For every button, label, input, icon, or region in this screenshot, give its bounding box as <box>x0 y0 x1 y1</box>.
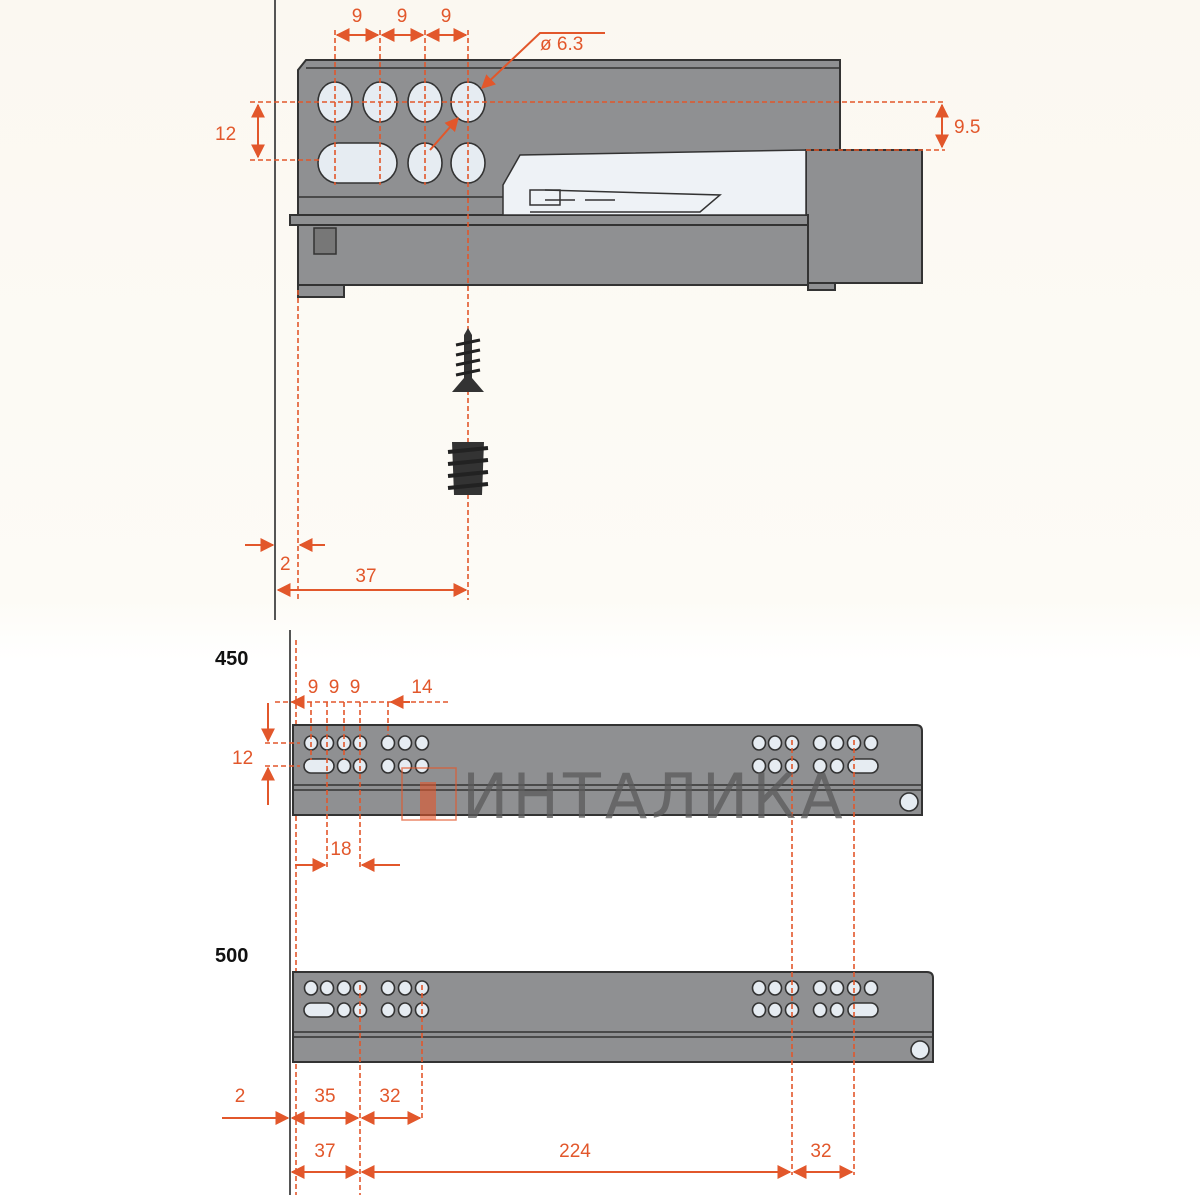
rail-450-label: 450 <box>215 648 248 670</box>
mounting-hole <box>829 735 845 751</box>
screw-icon <box>452 328 484 392</box>
slot-offset-label: 18 <box>330 839 351 860</box>
rear-offset-label: 32 <box>810 1141 831 1162</box>
mounting-hole <box>319 980 335 996</box>
mounting-hole <box>767 735 783 751</box>
rail-500-label: 500 <box>215 945 248 967</box>
front-offset-label: 37 <box>314 1141 335 1162</box>
hole-diameter-label: ø 6.3 <box>540 34 583 55</box>
watermark-logo: ИНТАЛИКА <box>401 760 847 833</box>
group-gap-label: 14 <box>411 677 433 698</box>
euro-insert-icon <box>447 442 489 495</box>
mounting-hole <box>397 1002 413 1018</box>
top-section-view: 9 9 9 ø 6.3 12 9.5 2 37 <box>215 0 980 620</box>
rail-450-dimensions: 9 9 9 14 12 18 <box>232 677 450 872</box>
watermark-text: ИНТАЛИКА <box>462 760 847 833</box>
pitch-label: 9 <box>397 6 408 27</box>
screw-offset-label: 37 <box>355 566 376 587</box>
mounting-hole <box>812 735 828 751</box>
mounting-hole <box>380 758 396 774</box>
slot-hole <box>847 758 879 774</box>
rail-500-dimensions: 2 35 32 37 224 32 <box>222 740 855 1195</box>
pitch-label: 9 <box>352 6 363 27</box>
mounting-hole <box>767 980 783 996</box>
mounting-hole <box>380 980 396 996</box>
mounting-hole <box>414 735 430 751</box>
row-spacing-label: 12 <box>232 748 253 769</box>
mounting-hole <box>380 735 396 751</box>
pitch-label: 9 <box>308 677 319 698</box>
mounting-hole <box>336 980 352 996</box>
pitch-label: 9 <box>350 677 361 698</box>
slot-hole <box>303 758 335 774</box>
top-offset-label: 9.5 <box>954 117 980 138</box>
mounting-hole <box>767 758 783 774</box>
first-hole-offset-label: 35 <box>314 1086 335 1107</box>
mounting-hole <box>863 735 879 751</box>
locking-bracket <box>502 149 807 216</box>
mounting-hole <box>336 1002 352 1018</box>
mounting-hole <box>812 758 828 774</box>
mounting-hole <box>751 735 767 751</box>
mounting-hole <box>812 980 828 996</box>
mounting-hole <box>751 1002 767 1018</box>
mounting-hole <box>380 1002 396 1018</box>
row-spacing-label: 12 <box>215 124 236 145</box>
wall-gap-label: 2 <box>235 1086 246 1107</box>
slot-hole <box>847 1002 879 1018</box>
second-hole-offset-label: 32 <box>379 1086 400 1107</box>
screw-head-icon <box>910 1040 930 1060</box>
mounting-hole <box>751 980 767 996</box>
mounting-hole <box>829 1002 845 1018</box>
top-dimensions: 9 9 9 ø 6.3 12 9.5 2 37 <box>215 6 980 600</box>
mounting-hole <box>303 980 319 996</box>
mounting-hole <box>829 980 845 996</box>
runner-end-block <box>805 149 923 284</box>
mounting-hole <box>397 735 413 751</box>
slot-hole <box>303 1002 335 1018</box>
wall-gap-label: 2 <box>280 554 291 575</box>
runner-lower-body <box>297 224 809 286</box>
mounting-hole <box>863 980 879 996</box>
mounting-hole <box>751 758 767 774</box>
mounting-hole <box>767 1002 783 1018</box>
pitch-label: 9 <box>441 6 452 27</box>
mounting-hole <box>397 980 413 996</box>
mounting-hole <box>397 758 413 774</box>
span-label: 224 <box>559 1141 591 1162</box>
mounting-hole <box>414 758 430 774</box>
pitch-label: 9 <box>329 677 340 698</box>
mounting-hole <box>812 1002 828 1018</box>
mounting-hole <box>336 758 352 774</box>
screw-head-icon <box>899 792 919 812</box>
mounting-hole <box>829 758 845 774</box>
